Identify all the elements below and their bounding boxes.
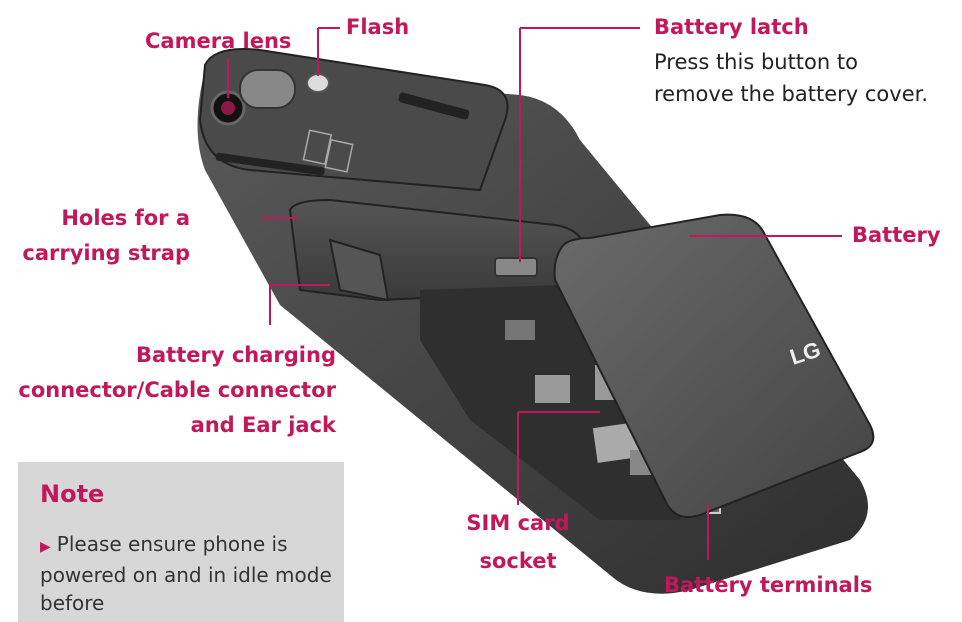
battery-graphic — [553, 213, 875, 519]
label-battery-latch: Battery latch — [654, 15, 809, 39]
label-battery: Battery — [852, 223, 941, 247]
flash-graphic — [306, 73, 330, 93]
label-flash: Flash — [346, 15, 410, 39]
battery-latch-graphic — [494, 257, 538, 277]
note-text: ▶Please ensure phone is powered on and i… — [40, 530, 340, 617]
note-title: Note — [40, 480, 105, 508]
leader-sim — [517, 411, 600, 505]
label-charging-line-2: connector/Cable connector — [18, 378, 336, 402]
battery-latch-desc-line-2: remove the battery cover. — [654, 82, 929, 106]
label-battery-terminals: Battery terminals — [664, 573, 873, 597]
label-sim-line-2: socket — [479, 549, 557, 573]
leader-charging — [269, 284, 330, 325]
side-rail-slot — [398, 92, 470, 120]
label-charging-line-3: and Ear jack — [190, 413, 336, 437]
battery-latch-desc-line-1: Press this button to — [654, 50, 858, 74]
chip-label — [505, 320, 535, 340]
camera-module — [198, 48, 509, 192]
label-holes-line-1: Holes for a — [61, 206, 190, 230]
side-connector-block — [328, 238, 390, 302]
label-camera-lens: Camera lens — [145, 29, 292, 53]
leader-battery-latch — [519, 27, 640, 262]
leader-flash — [317, 27, 340, 76]
label-sim-line-1: SIM card — [466, 511, 570, 535]
note-body: Please ensure phone is powered on and in… — [40, 532, 332, 615]
bullet-icon: ▶ — [40, 539, 51, 555]
side-rail-slot — [215, 152, 325, 176]
label-holes-line-2: carrying strap — [22, 241, 190, 265]
camera-window — [239, 69, 296, 109]
chip-label — [535, 375, 570, 403]
note-box: Note ▶Please ensure phone is powered on … — [18, 462, 344, 622]
sim-outline-icon — [302, 129, 354, 173]
sim-slot-graphic — [592, 421, 643, 463]
label-charging-line-1: Battery charging — [136, 343, 336, 367]
